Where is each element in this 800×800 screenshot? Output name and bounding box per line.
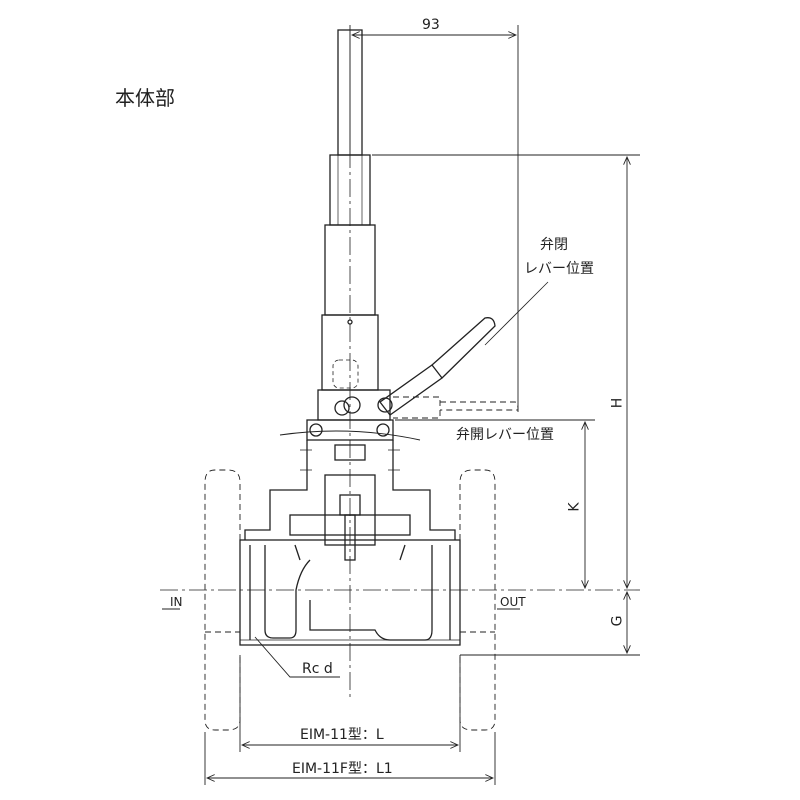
dimension-93	[349, 25, 519, 412]
closed-lever-label-2: レバー位置	[524, 261, 594, 277]
closed-lever-label-1: 弁閉	[540, 237, 568, 253]
dim-k-label: K	[566, 502, 583, 512]
open-lever-label: 弁開レバー位置	[456, 427, 554, 443]
actuator	[244, 29, 456, 561]
dimension-h	[372, 154, 640, 656]
thread-label: Rc d	[302, 661, 333, 677]
dimension-lengths	[162, 608, 520, 785]
valve-body	[239, 539, 461, 646]
section-title: 本体部	[115, 86, 175, 110]
closed-lever-ghost	[393, 396, 519, 419]
dim-l1-label: EIM-11F型：L1	[292, 761, 393, 777]
flanges	[204, 469, 496, 731]
outlet-label: OUT	[500, 595, 526, 609]
center-lines	[160, 150, 640, 700]
dim-h-label: H	[609, 397, 626, 409]
inlet-label: IN	[170, 595, 183, 609]
dim-l-label: EIM-11型：L	[300, 727, 384, 743]
dim-93-label: 93	[422, 17, 440, 33]
lever	[379, 317, 496, 416]
dim-g-label: G	[609, 615, 626, 627]
leader-lines	[484, 281, 549, 346]
